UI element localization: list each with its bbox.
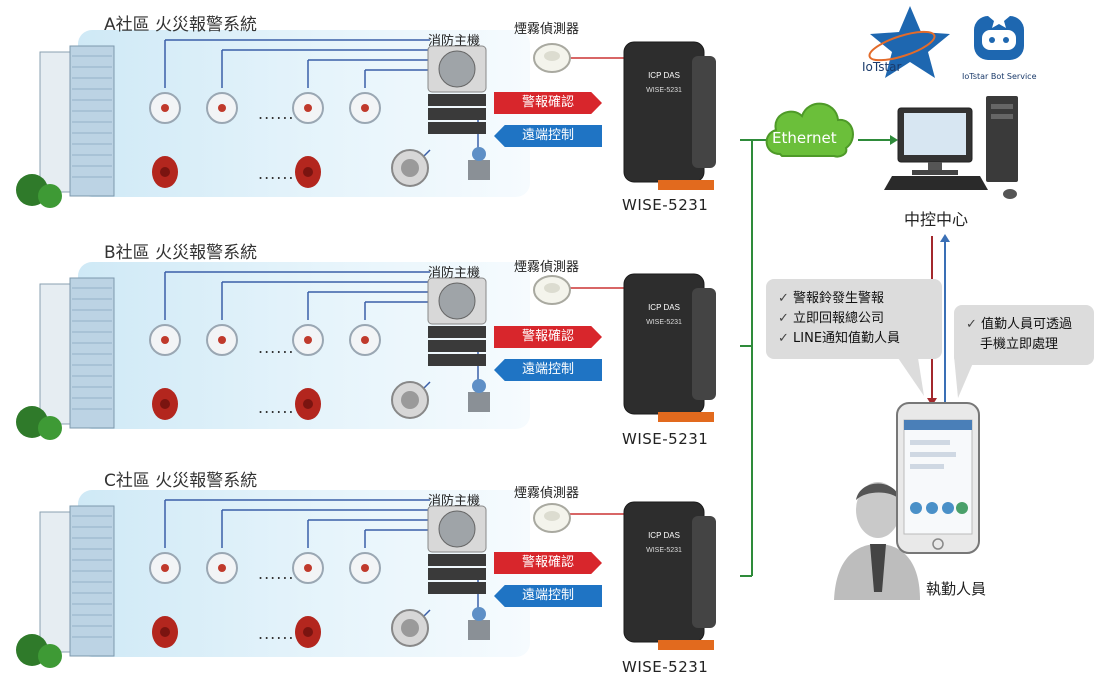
control-center-label: 中控中心 — [904, 210, 969, 229]
system-b-device-label: WISE-5231 — [622, 430, 709, 448]
system-c-alarm-arrow: 警報確認 — [494, 552, 602, 574]
system-a-smoke-label: 煙霧偵測器 — [514, 22, 580, 37]
control-center-computer-icon — [884, 96, 1018, 199]
system-b-host-label: 消防主機 — [428, 266, 481, 281]
system-a-device-label: WISE-5231 — [622, 196, 709, 214]
system-1-devices: ICP DAS WISE-5231 — [16, 271, 716, 440]
ethernet-label: Ethernet — [772, 129, 837, 147]
system-b-remote-arrow: 遠端控制 — [494, 359, 602, 381]
valve-icon — [468, 160, 490, 180]
system-a-remote-arrow: 遠端控制 — [494, 125, 602, 147]
staff-person-icon — [834, 482, 920, 600]
system-b-smoke-label: 煙霧偵測器 — [514, 260, 580, 275]
alert-actions-bubble: 警報鈴發生警報 立即回報總公司 LINE通知值勤人員 — [766, 279, 942, 359]
system-c-dots-2: ...... — [258, 624, 295, 643]
wise-brand-text: ICP DAS — [648, 303, 680, 312]
valve-icon — [468, 620, 490, 640]
system-b-alarm-arrow: 警報確認 — [494, 326, 602, 348]
alert-action-3: LINE通知值勤人員 — [778, 329, 930, 349]
iotstar-bot-logo-text: IoTstar Bot Service — [962, 72, 1037, 81]
wise-model-text: WISE-5231 — [646, 547, 682, 554]
system-b-dots-2: ...... — [258, 398, 295, 417]
system-a-dots-2: ...... — [258, 164, 295, 183]
iotstar-bot-logo-icon — [974, 8, 1024, 60]
wise-model-text: WISE-5231 — [646, 87, 682, 94]
system-b-dots-1: ...... — [258, 338, 295, 357]
valve-icon — [468, 392, 490, 412]
staff-action-1: 值勤人員可透過 — [966, 315, 1082, 335]
alert-bubble-tail — [898, 358, 924, 396]
alert-action-1: 警報鈴發生警報 — [778, 289, 930, 309]
system-b-title: B社區 火災報警系統 — [104, 243, 258, 263]
wise-model-text: WISE-5231 — [646, 319, 682, 326]
staff-label: 執勤人員 — [926, 580, 987, 598]
alert-action-2: 立即回報總公司 — [778, 309, 930, 329]
system-2-devices: ICP DAS WISE-5231 — [16, 499, 716, 668]
system-a-title: A社區 火災報警系統 — [104, 15, 258, 35]
wise-brand-text: ICP DAS — [648, 531, 680, 540]
terminal-block — [658, 180, 714, 190]
system-c-remote-arrow: 遠端控制 — [494, 585, 602, 607]
system-c-title: C社區 火災報警系統 — [104, 471, 258, 491]
staff-bubble-tail — [954, 356, 976, 398]
system-a-dots-1: ...... — [258, 104, 295, 123]
system-a-host-label: 消防主機 — [428, 34, 481, 49]
system-c-host-label: 消防主機 — [428, 494, 481, 509]
system-c-smoke-label: 煙霧偵測器 — [514, 486, 580, 501]
terminal-block — [658, 640, 714, 650]
system-c-device-label: WISE-5231 — [622, 658, 709, 676]
system-a-alarm-arrow: 警報確認 — [494, 92, 602, 114]
system-c-dots-1: ...... — [258, 564, 295, 583]
terminal-block — [658, 412, 714, 422]
staff-action-2: 手機立即處理 — [980, 337, 1059, 352]
smartphone-icon — [896, 402, 980, 554]
ethernet-cloud-icon — [765, 102, 854, 158]
iotstar-logo-text: IoTstar — [862, 60, 902, 74]
wise-brand-text: ICP DAS — [648, 71, 680, 80]
iotstar-logo-icon — [868, 6, 950, 78]
staff-action-bubble: 值勤人員可透過 手機立即處理 — [954, 305, 1094, 365]
system-0-devices: ICP DAS WISE-5231 — [16, 39, 716, 208]
